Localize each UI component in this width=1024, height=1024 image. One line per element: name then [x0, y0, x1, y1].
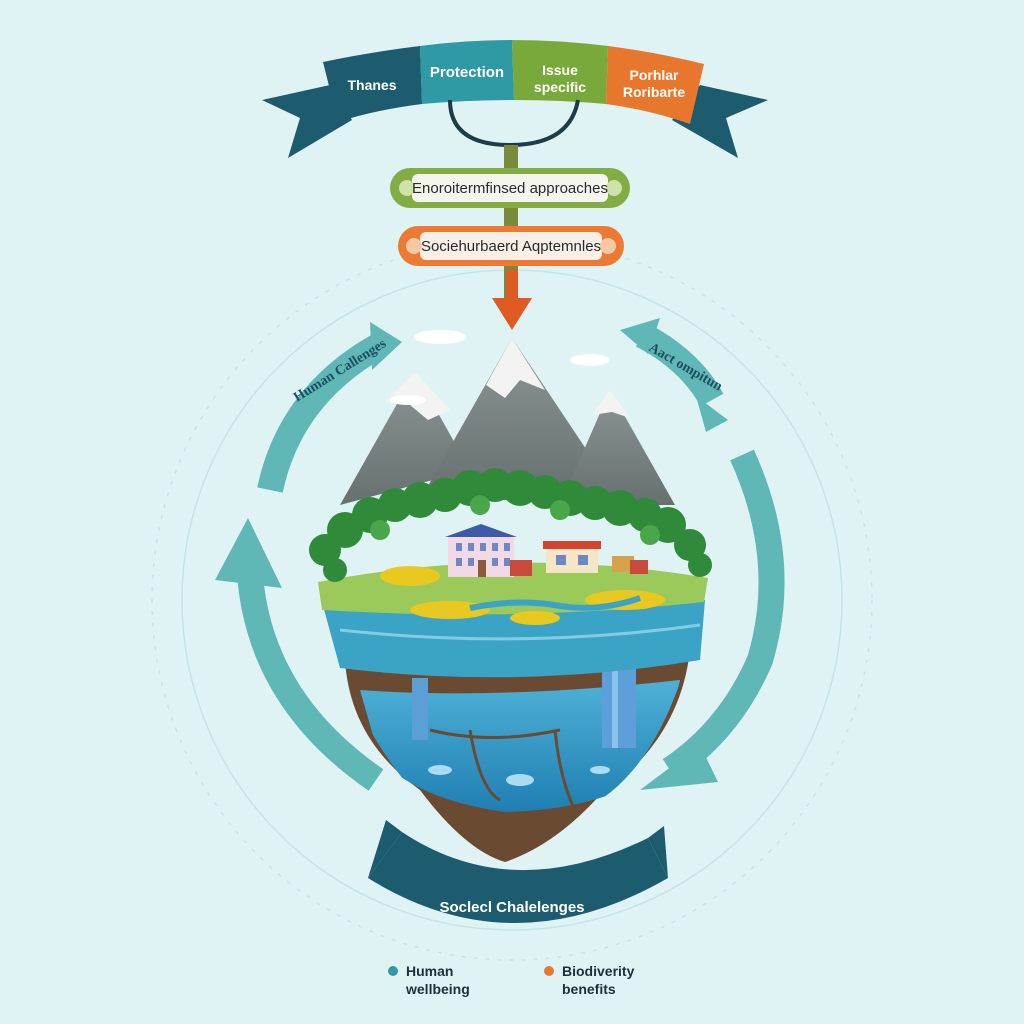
- people-icon: [600, 238, 616, 254]
- ribbon-segment-4: [606, 46, 704, 124]
- cycle-arrow-upper-left: [257, 333, 387, 493]
- environment-approach-pill: Enoroitermfinsed approaches: [390, 168, 630, 208]
- ribbon-tail-right: [672, 85, 768, 158]
- market-building: [543, 541, 601, 573]
- cycle-arrowheads: [215, 318, 728, 790]
- ribbon-tail-left: [262, 85, 352, 158]
- cycle-arrow-left: [237, 573, 384, 791]
- legend-item-human-wellbeing: Human wellbeing: [388, 962, 502, 998]
- small-houses: [510, 556, 648, 576]
- environment-approach-label: Enoroitermfinsed approaches: [412, 180, 608, 197]
- ribbon-segment-2: [420, 40, 514, 104]
- underground-water: [360, 680, 680, 812]
- bottom-arc-left-point: [368, 820, 402, 878]
- forest: [309, 468, 712, 582]
- legend-item-biodiversity: Biodiverity benefits: [544, 962, 658, 998]
- main-building: [445, 524, 517, 577]
- leaf-icon: [399, 180, 415, 196]
- societal-approach-pill: Sociehurbaerd Aqptemnles: [398, 226, 624, 266]
- societal-challenges-label: Soclecl Chalelenges: [439, 899, 584, 916]
- down-arrow: [492, 298, 532, 330]
- leaf-icon: [606, 180, 622, 196]
- down-arrow-shaft: [506, 270, 518, 302]
- ribbon-segment-1: [323, 46, 422, 122]
- arrowhead-left: [215, 518, 282, 588]
- legend-dot-human-wellbeing: [388, 966, 398, 976]
- ribbon-label-1: Thanes: [347, 77, 396, 93]
- arrowhead-right: [640, 745, 718, 790]
- arrowhead-upper-right-2: [696, 396, 728, 432]
- connector-hook: [448, 99, 580, 148]
- ribbon-segment-3: [512, 40, 608, 104]
- bottom-arc: [368, 832, 668, 923]
- legend-label-human-wellbeing: Human wellbeing: [406, 963, 470, 998]
- legend-label-biodiversity: Biodiverity benefits: [562, 963, 635, 998]
- cycle-arrow-right: [662, 449, 785, 781]
- forest-highlights: [370, 495, 660, 545]
- people-icon: [406, 238, 422, 254]
- clouds: [390, 330, 610, 405]
- bottom-arc-right-point: [648, 826, 668, 878]
- legend-dot-biodiversity: [544, 966, 554, 976]
- arrowhead-upper-left: [370, 322, 402, 370]
- human-challenges-label: Human Callenges: [291, 336, 389, 405]
- arrowhead-upper-right: [620, 318, 660, 354]
- river: [469, 595, 641, 611]
- societal-approach-label: Sociehurbaerd Aqptemnles: [421, 238, 601, 255]
- ribbon-label-2: Protection: [430, 64, 504, 81]
